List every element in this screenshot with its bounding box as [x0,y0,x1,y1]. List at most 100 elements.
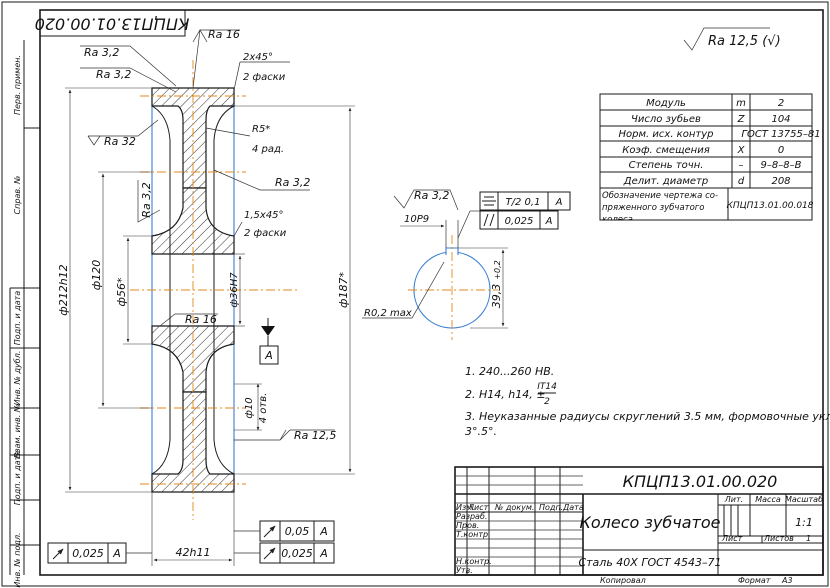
side-label-inv-dubl: Инв. № дубл. [13,351,22,406]
r02: R0,2 max [364,308,412,319]
row-utv: Утв. [456,566,473,575]
param-value-5: 208 [771,176,790,187]
par-tol-value: 0,025 [505,216,534,227]
rotated-designation: КПЦП13.01.00.020 [35,15,190,34]
ra16-lower: Ra 16 [185,313,217,326]
radius-r5: R5* [252,124,270,135]
note-1: 1. 240...260 НВ. [465,365,554,378]
chamfer2b: 2 фаски [244,228,287,239]
inner-frame [39,9,824,576]
param-label-2: Норм. исх. контур [619,129,714,140]
runout2-value: 0,05 [285,525,310,538]
ra125-lower: Ra 12,5 [294,429,336,442]
ra32-a: Ra 3,2 [84,46,119,59]
param-value-4: 9–8–8–В [761,160,802,171]
side-label-vzam: Взам. инв. № [13,404,22,458]
dim-d10: ф10 [244,397,255,418]
param-symbol-0: m [736,98,746,109]
note-2: 2. Н14, h14, ± [465,388,545,401]
format-value: А3 [781,576,793,585]
ra32-web-right: Ra 3,2 [275,176,310,189]
key-depth: 39,3 [490,284,503,309]
param-symbol-5: d [738,176,745,187]
dim-width: 42h11 [176,546,211,559]
copied-label: Копировал [600,576,646,585]
datum-a: А [264,349,273,362]
dim-d120: ф120 [90,260,103,290]
tb-designation: КПЦП13.01.00.020 [623,472,778,491]
side-label-sprav: Справ. № [13,176,22,215]
ra32-web: Ra 3,2 [140,182,153,217]
ra32-b: Ra 3,2 [96,68,131,81]
dim-holes: 4 отв. [258,393,269,424]
param-value-2: ГОСТ 13755–81 [741,129,820,140]
right-dimensions: ф187* ф36H7 ф10 4 отв. [229,105,355,475]
side-label-inv-podl: Инв. № подл. [13,532,22,587]
row-prov: Пров. [456,521,479,530]
chamfer1: 2х45° [243,52,273,63]
param-label-0: Модуль [646,98,686,109]
tb-part-name: Колесо зубчатое [580,513,721,532]
note-2-num: IT14 [537,382,557,392]
row-nkontr: Н.контр. [456,557,492,566]
ra16-top: Ra 16 [208,28,240,41]
col-date: Дата [562,503,584,512]
format-label: Формат [738,576,771,585]
side-label-perv: Перв. примен. [13,55,22,115]
bottom-strip: Копировал Формат А3 [600,576,793,585]
tb-scale-value: 1:1 [795,516,813,529]
tolerance-frames-bottom: 0,025 А 0,05 А 0,025 А [47,520,335,564]
side-labels-strip: Перв. примен. Справ. № Подп. и дата Инв.… [9,40,40,588]
keyway-view: 10Р9 Ra 3,2 T/2 0,1 А 0,025 А 39,3 +0,2 … [362,189,571,340]
sym-tol-datum: А [555,197,563,208]
param-value-1: 104 [771,114,790,125]
sym-tol-value: T/2 0,1 [506,197,541,208]
note-3: 3. Неуказанные радиусы скруглений 3.5 мм… [465,410,830,423]
param-label-5: Делит. диаметр [623,176,708,187]
col-podp: Подп. [539,503,563,512]
note-3b: 3°.5°. [465,425,497,438]
side-label-podp2: Подп. и дата [13,451,22,506]
row-tkontr: Т.контр. [456,530,491,539]
param-value-0: 2 [778,98,784,109]
gear-section-view [130,60,300,520]
chamfer2: 1,5х45° [244,210,284,221]
tb-material: Сталь 40Х ГОСТ 4543–71 [578,556,721,569]
gear-annotations: Ra 16 2х45° 2 фаски Ra 3,2 Ra 3,2 Ra 32 … [80,28,336,442]
col-izm: Изм. [456,503,475,512]
tb-scale: Масштаб [785,495,823,504]
parameter-table: Модуль m 2 Число зубьев Z 104 Норм. исх.… [599,93,821,221]
param-footer-value: КПЦП13.01.00.018 [726,201,813,211]
tb-lit: Лит. [724,495,743,504]
general-roughness: Ra 12,5 (√) [683,27,781,51]
dim-d187: ф187* [337,272,350,308]
chamfer1b: 2 фаски [243,72,286,83]
param-label-3: Коэф. смещения [622,145,709,156]
ra32-key: Ra 3,2 [414,189,449,202]
runout1-value: 0,025 [72,547,104,560]
left-dimensions: ф212h12 ф120 ф56* [57,87,152,493]
col-list: Лист [467,503,489,512]
runout3-value: 0,025 [281,547,313,560]
runout2-datum: А [319,525,328,538]
technical-notes: 1. 240...260 НВ. 2. Н14, h14, ± IT14 2 3… [465,365,830,438]
dim-d36: ф36H7 [229,272,240,308]
param-footer-label: Обозначение чертежа со-пряженного зубчат… [602,191,719,220]
runout3-datum: А [319,547,328,560]
runout1-datum: А [112,547,121,560]
tb-sheet: Лист [721,534,743,543]
note-2-den: 2 [544,397,550,407]
param-label-1: Число зубьев [631,113,701,125]
dim-d212: ф212h12 [57,264,70,315]
col-doc: № докум. [494,503,534,512]
param-symbol-4: – [739,160,744,171]
tb-sheets: Листов [763,534,794,543]
param-symbol-1: Z [737,114,746,125]
param-symbol-3: X [737,145,746,156]
key-width: 10Р9 [404,214,429,225]
side-label-podp1: Подп. и дата [13,291,22,346]
param-label-4: Степень точн. [629,160,704,171]
param-value-3: 0 [778,145,784,156]
tb-sheets-value: 1 [806,534,811,543]
